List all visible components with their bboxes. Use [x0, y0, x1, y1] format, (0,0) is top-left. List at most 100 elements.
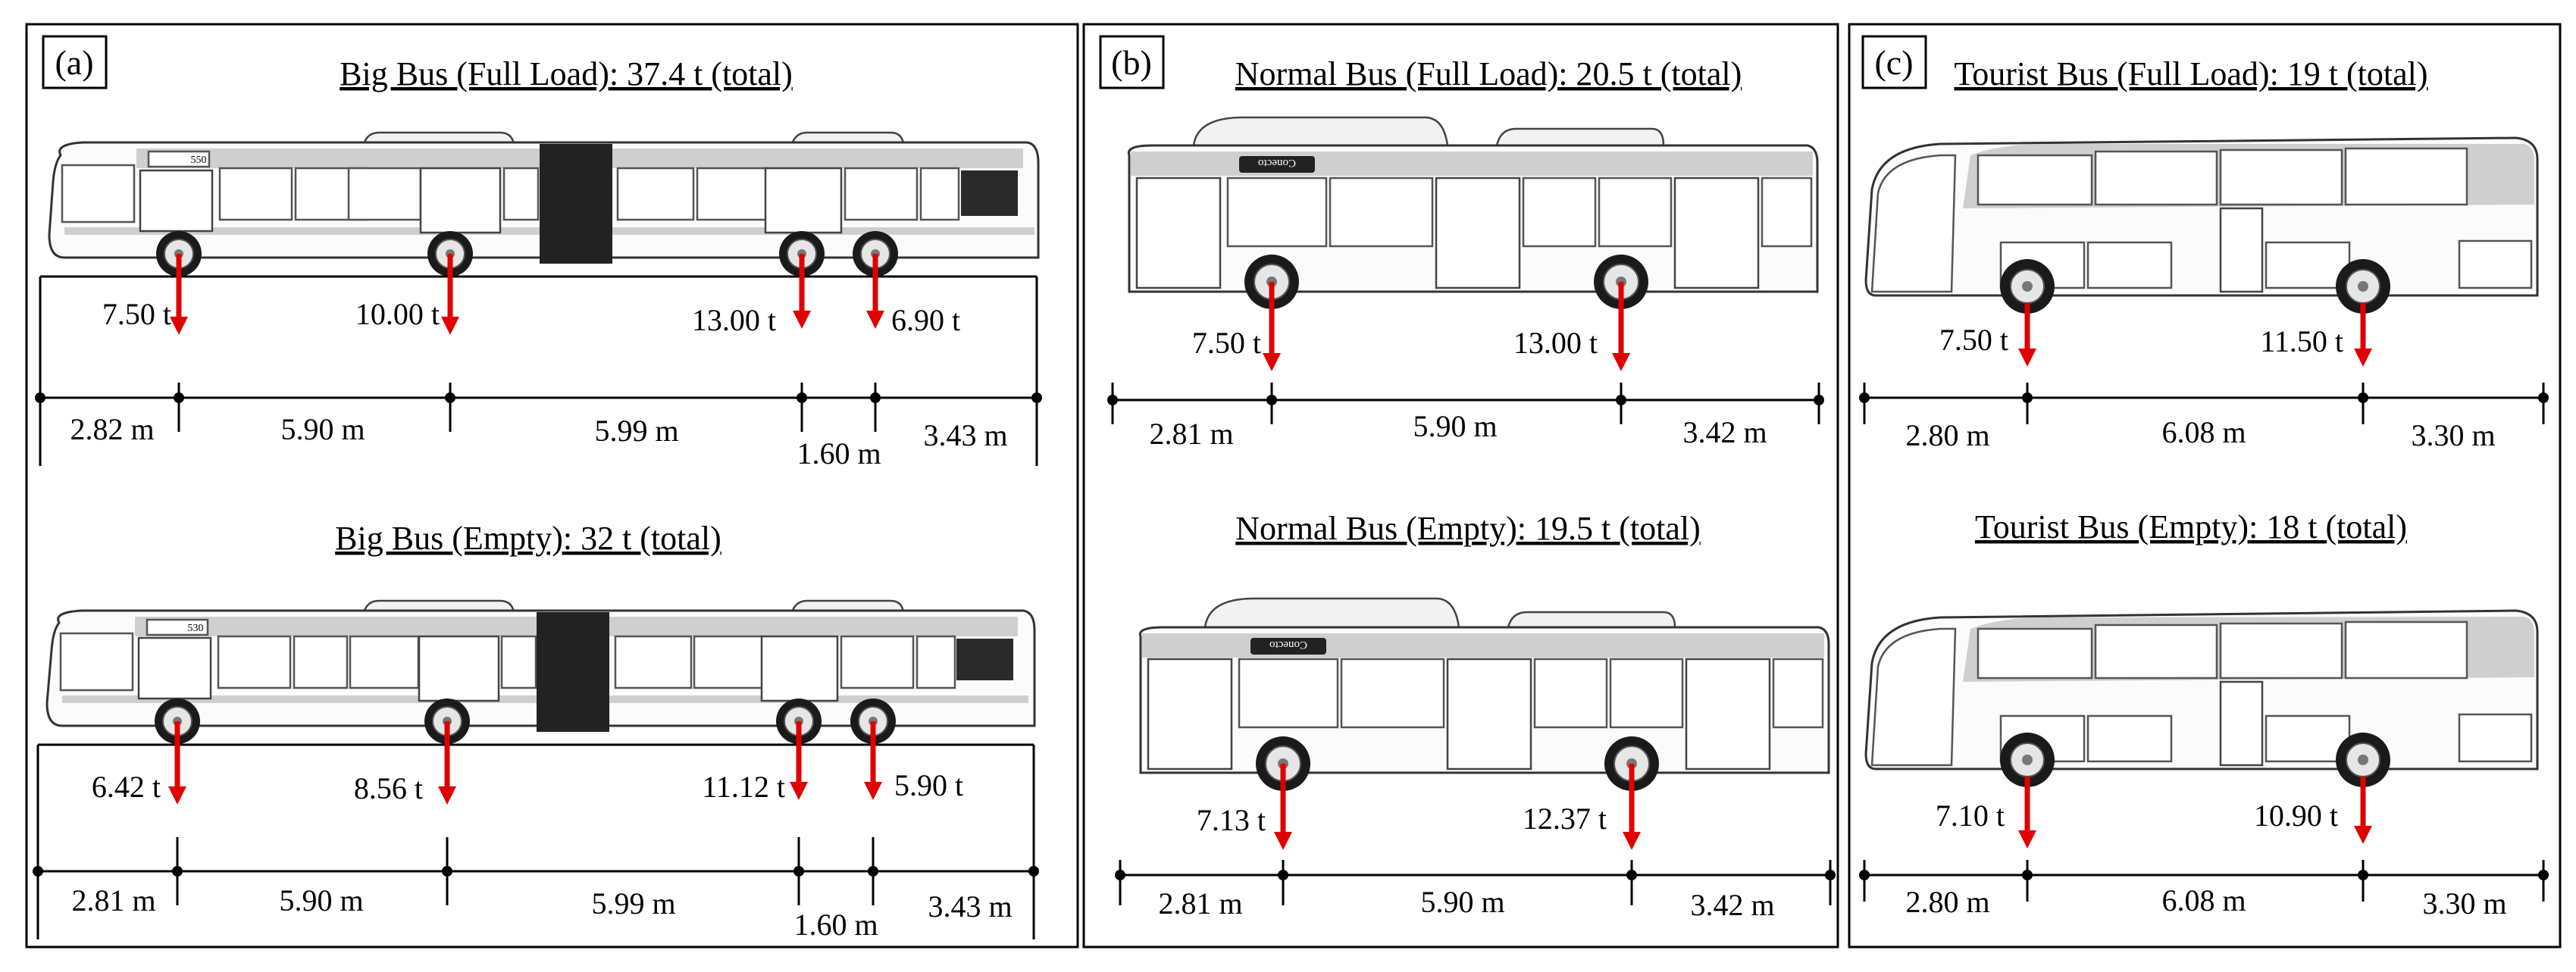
- rear-door: [1673, 177, 1760, 289]
- side-door: [2219, 207, 2264, 293]
- tourist-bus-empty-diagram: Tourist Bus (Empty): 18 t (total): [1859, 508, 2549, 920]
- arrow-head: [2018, 348, 2036, 367]
- spacing-label: 1.60 m: [797, 436, 881, 470]
- dim-node: [1616, 395, 1626, 405]
- axle-load-label: 6.42 t: [92, 770, 161, 804]
- arrow-head: [864, 782, 882, 800]
- middle-door: [419, 167, 502, 234]
- roof-band: [1142, 633, 1824, 658]
- window: [2219, 148, 2343, 206]
- big-bus-full-illustration: 550: [48, 131, 1040, 277]
- dim-node: [1859, 870, 1870, 880]
- window: [916, 635, 956, 689]
- window: [293, 635, 349, 689]
- destination-text: Conecto: [1269, 639, 1307, 651]
- dim-node: [1825, 870, 1836, 880]
- dim-node: [445, 392, 455, 403]
- spacing-label: 5.90 m: [280, 412, 365, 446]
- roof-unit: [790, 599, 905, 614]
- axle-load-label: 12.37 t: [1523, 802, 1607, 836]
- front-door: [1135, 177, 1222, 289]
- arrow-head: [441, 317, 459, 335]
- luggage-hatch: [2265, 714, 2351, 763]
- dim-node: [2538, 870, 2549, 880]
- rear-window: [961, 170, 1018, 216]
- luggage-hatch: [2086, 714, 2173, 763]
- window: [693, 635, 764, 689]
- rear-door: [1685, 658, 1771, 770]
- dim-node: [1626, 870, 1637, 880]
- window: [1977, 627, 2093, 680]
- arrow-head: [1274, 832, 1292, 850]
- arrow-head: [866, 311, 884, 329]
- arrow-head: [1623, 832, 1641, 850]
- window: [1522, 177, 1597, 248]
- spacing-label: 2.80 m: [1905, 885, 1989, 919]
- axle-load-label: 13.00 t: [692, 303, 776, 337]
- spacing-label: 2.82 m: [70, 412, 154, 446]
- dim-node: [868, 866, 878, 877]
- diagram-title: Tourist Bus (Full Load): 19 t (total): [1954, 55, 2427, 92]
- window: [218, 167, 293, 221]
- dim-node: [35, 392, 45, 403]
- normal-bus-empty-diagram: Normal Bus (Empty): 19.5 t (total) Conec…: [1115, 510, 1836, 922]
- arrow-head: [2354, 826, 2372, 844]
- spacing-label: 6.08 m: [2161, 883, 2246, 917]
- panel-b-frame: [1082, 23, 1839, 949]
- normal-bus-full-illustration: Conecto: [1127, 116, 1819, 309]
- window: [696, 167, 771, 221]
- panel-b-tag: (b): [1111, 43, 1152, 82]
- spacing-label: 2.81 m: [1149, 417, 1233, 451]
- dim-node: [2538, 392, 2549, 403]
- window: [1238, 658, 1339, 729]
- dim-node: [1107, 395, 1118, 405]
- spacing-label: 3.43 m: [923, 418, 1007, 452]
- destination-sign: [1250, 638, 1326, 655]
- spacing-label: 3.30 m: [2422, 886, 2506, 920]
- dim-node: [2358, 870, 2368, 880]
- roof-unit: [362, 599, 515, 614]
- dim-node: [797, 392, 807, 403]
- window: [919, 167, 960, 221]
- big-bus-empty-diagram: Big Bus (Empty): 32 t (total): [33, 520, 1039, 942]
- wheel: [2000, 259, 2055, 314]
- window: [502, 167, 540, 221]
- luggage-hatch: [2265, 241, 2351, 289]
- spacing-label: 5.99 m: [594, 414, 678, 448]
- tourist-bus-empty-illustration: [1864, 609, 2539, 787]
- articulation-bellow: [540, 144, 612, 264]
- axle-load-label: 7.50 t: [102, 297, 171, 331]
- axle-load-label: 7.50 t: [1939, 323, 2008, 357]
- window: [1761, 177, 1813, 248]
- spacing-label: 1.60 m: [793, 908, 878, 942]
- dim-node: [1814, 395, 1824, 405]
- dim-node: [2022, 870, 2033, 880]
- axle-load-label: 6.90 t: [891, 303, 960, 337]
- spacing-label: 3.42 m: [1690, 888, 1774, 922]
- destination-sign: [1239, 156, 1315, 173]
- dim-node: [1278, 870, 1288, 880]
- arrow-head: [1263, 353, 1281, 371]
- axle-load-label: 10.90 t: [2254, 799, 2338, 833]
- axle-load-label: 11.50 t: [2260, 324, 2343, 358]
- front-door: [139, 169, 214, 233]
- axle-load-label: 11.12 t: [702, 770, 785, 804]
- window: [2094, 624, 2218, 680]
- arrow-head: [168, 786, 186, 805]
- arrow-head: [1612, 353, 1630, 371]
- destination-sign: [146, 618, 209, 636]
- axle-load-label: 13.00 t: [1513, 326, 1598, 360]
- axle-load-label: 5.90 t: [894, 768, 963, 802]
- roof-band: [1131, 152, 1813, 176]
- middle-door: [418, 635, 500, 702]
- arrow-head: [2018, 830, 2036, 849]
- middle-door: [1446, 658, 1532, 770]
- windshield: [59, 632, 134, 692]
- rear-door: [764, 167, 843, 234]
- roof-unit: [1203, 597, 1460, 629]
- panel-a-tag: (a): [55, 43, 93, 82]
- front-door: [1147, 658, 1233, 770]
- window: [614, 635, 693, 689]
- dim-node: [2022, 392, 2033, 403]
